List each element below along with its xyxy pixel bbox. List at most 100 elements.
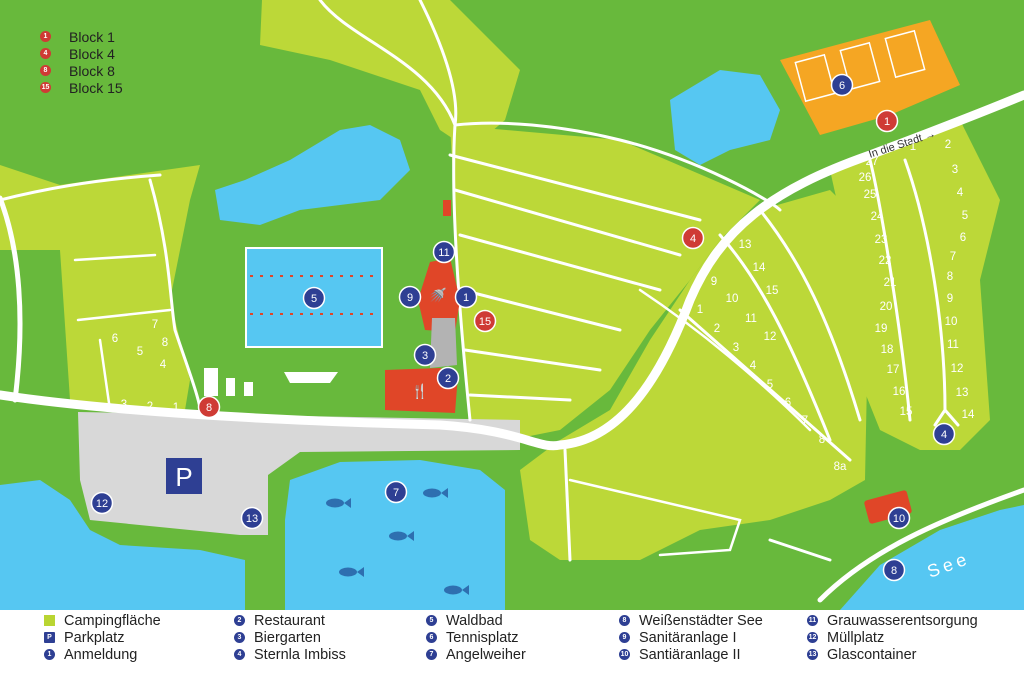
- red-markers[interactable]: 1 4 8 15: [197, 109, 899, 419]
- pond-north-east: [670, 70, 780, 165]
- svg-text:8: 8: [947, 271, 953, 283]
- number-marker-icon: 9: [619, 632, 630, 643]
- svg-text:7: 7: [950, 251, 956, 263]
- marker-grauwasserentsorgung[interactable]: 11: [432, 240, 456, 264]
- svg-text:12: 12: [764, 331, 777, 343]
- marker-biergarten[interactable]: 3: [413, 343, 437, 367]
- svg-text:16: 16: [893, 386, 906, 398]
- svg-text:1: 1: [173, 402, 179, 414]
- svg-text:3: 3: [733, 342, 739, 354]
- svg-text:11: 11: [438, 247, 449, 259]
- svg-text:7: 7: [802, 415, 808, 427]
- svg-text:5: 5: [962, 210, 968, 222]
- field-swatch-icon: [44, 615, 55, 626]
- number-marker-icon: 5: [426, 615, 437, 626]
- pitch-numbers-block1: 1 2 3 4 5 6 7 8 9 10 11 12 13 14 15 16 1…: [859, 139, 975, 421]
- svg-text:15: 15: [479, 316, 491, 328]
- marker-weissenstaedter-see[interactable]: 8: [882, 558, 906, 582]
- parking-lot: [78, 412, 520, 535]
- campground-map[interactable]: P: [0, 0, 1024, 610]
- blue-markers[interactable]: 1 2 3 4 5 6 7 8 9 10 11 12 13: [90, 73, 956, 582]
- red-marker-icon: 8: [40, 65, 51, 76]
- svg-text:17: 17: [887, 364, 900, 376]
- svg-text:1: 1: [697, 304, 703, 316]
- svg-text:24: 24: [871, 211, 884, 223]
- roads: [0, 0, 1024, 603]
- beer-garden: [430, 318, 457, 368]
- marker-restaurant[interactable]: 2: [436, 366, 460, 390]
- marker-anmeldung[interactable]: 1: [454, 285, 478, 309]
- svg-text:7: 7: [393, 487, 399, 499]
- marker-waldbad[interactable]: 5: [302, 286, 326, 310]
- svg-text:18: 18: [881, 344, 894, 356]
- svg-text:3: 3: [952, 164, 958, 176]
- svg-text:7: 7: [152, 319, 158, 331]
- marker-block-1[interactable]: 1: [875, 109, 899, 133]
- marker-block-8[interactable]: 8: [197, 395, 221, 419]
- legend-item: Campingfläche: [0, 612, 161, 629]
- svg-text:6: 6: [839, 80, 845, 92]
- svg-text:10: 10: [726, 293, 739, 305]
- number-marker-icon: 12: [807, 632, 818, 643]
- pitch-numbers-block8: 1 2 3 4 5 6 7 8: [112, 319, 179, 414]
- sanitary-icon: 🚿: [429, 287, 446, 304]
- marker-sanitaeranlage-2[interactable]: 10: [887, 506, 911, 530]
- svg-text:8a: 8a: [834, 461, 847, 473]
- marker-block-15[interactable]: 15: [473, 309, 497, 333]
- parking-letter: P: [175, 462, 192, 492]
- svg-text:4: 4: [957, 187, 964, 199]
- marker-muellplatz[interactable]: 12: [90, 491, 114, 515]
- svg-text:3: 3: [422, 350, 428, 362]
- number-marker-icon: 3: [234, 632, 245, 643]
- number-marker-icon: 6: [426, 632, 437, 643]
- pond-north-west: [215, 125, 410, 225]
- marker-sternla-imbiss[interactable]: 4: [932, 422, 956, 446]
- camping-field-block8: [450, 125, 760, 440]
- svg-text:6: 6: [112, 333, 118, 345]
- parking-icon: P: [44, 632, 55, 643]
- svg-text:13: 13: [956, 387, 969, 399]
- svg-text:8: 8: [819, 434, 825, 446]
- svg-text:4: 4: [941, 429, 947, 441]
- svg-text:1: 1: [884, 116, 890, 128]
- swimming-pool: [245, 247, 383, 348]
- svg-text:14: 14: [753, 262, 766, 274]
- marker-glascontainer[interactable]: 13: [240, 506, 264, 530]
- sanitary-building-1: [418, 258, 460, 332]
- restaurant-icon: 🍴: [411, 383, 428, 400]
- number-marker-icon: 13: [807, 649, 818, 660]
- marker-block-4[interactable]: 4: [681, 226, 705, 250]
- fish-icons: [326, 488, 469, 595]
- svg-text:1: 1: [463, 292, 469, 304]
- svg-text:4: 4: [160, 359, 167, 371]
- svg-text:14: 14: [962, 409, 975, 421]
- svg-text:6: 6: [960, 232, 966, 244]
- marker-sanitaeranlage-1[interactable]: 9: [398, 285, 422, 309]
- svg-text:10: 10: [893, 513, 905, 525]
- svg-text:27: 27: [866, 156, 879, 168]
- marker-tennisplatz[interactable]: 6: [830, 73, 854, 97]
- svg-text:4: 4: [690, 233, 696, 245]
- svg-text:3: 3: [121, 399, 127, 411]
- svg-text:23: 23: [875, 234, 888, 246]
- svg-text:9: 9: [947, 293, 953, 305]
- lake-west: [0, 480, 245, 610]
- marker-angelweiher[interactable]: 7: [384, 480, 408, 504]
- svg-text:25: 25: [864, 189, 877, 201]
- svg-text:15: 15: [766, 285, 779, 297]
- camping-field-west: [0, 165, 200, 410]
